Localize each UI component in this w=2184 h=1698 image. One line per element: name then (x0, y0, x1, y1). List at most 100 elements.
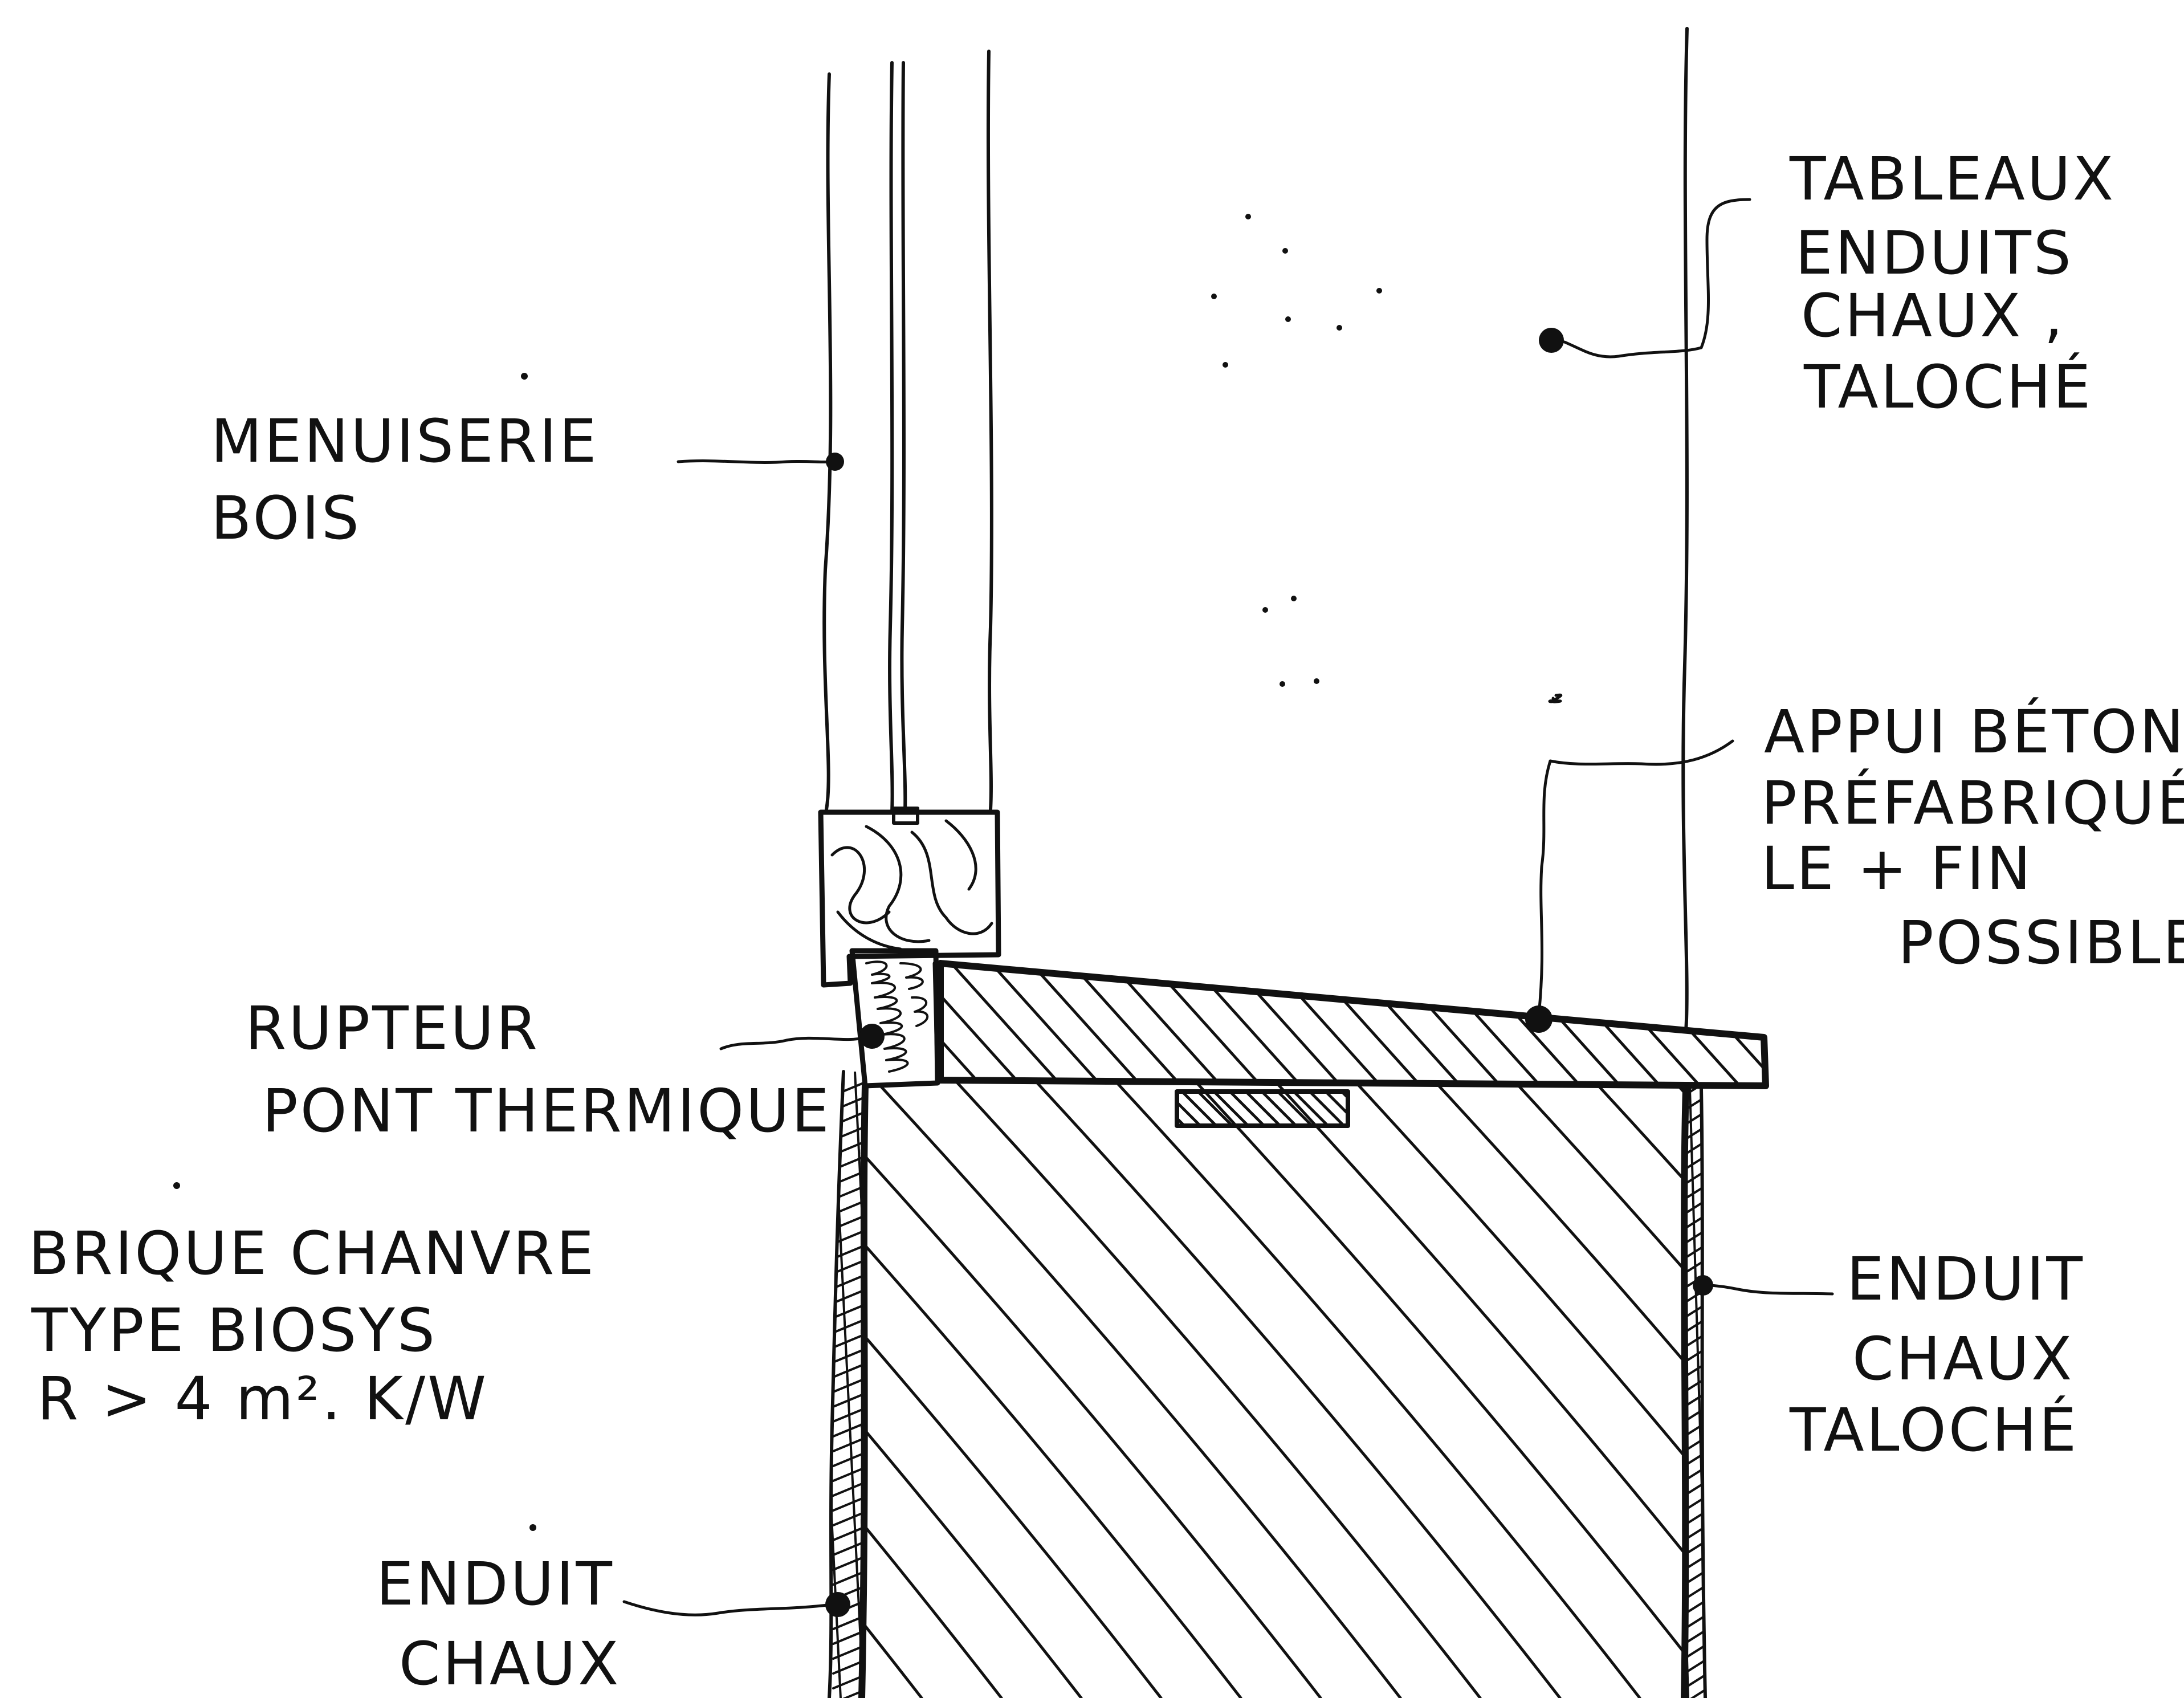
render-hatch-line (854, 1072, 865, 1698)
sill-key-block (1175, 1089, 1350, 1128)
wall-hatch-line (1275, 1083, 1687, 1698)
label-enduit-ext-line-1: ENDUIT (376, 1549, 614, 1619)
render-tick (832, 1452, 865, 1467)
render-tick (832, 1630, 865, 1645)
wall-hatch-line (861, 1083, 1242, 1698)
render-hatch-line (787, 1072, 818, 1698)
render-tick (832, 1393, 865, 1408)
label-brique: BRIQUE CHANVRE TYPE BIOSYS R > 4 m². K/W (28, 1219, 596, 1434)
label-enduit-int-line-1: ENDUIT (1847, 1244, 2085, 1314)
render-tick (832, 1660, 865, 1675)
key-hatch-line (1308, 1092, 1346, 1126)
sill-hatch-line (940, 963, 1026, 1086)
label-appui-line-2: PRÉFABRIQUÉ (1761, 768, 2184, 838)
wall-hatch-line (956, 1083, 1482, 1698)
render-tick (832, 1289, 865, 1304)
render-tick (832, 1645, 865, 1660)
render-tick (832, 1541, 865, 1556)
render-tick (1683, 1630, 1705, 1645)
wall-hatch-line (861, 1083, 1322, 1698)
appui-leader-dot (1525, 1005, 1553, 1033)
key-hatch-line (1177, 1116, 1186, 1126)
wall-hatch-line (861, 1083, 1163, 1698)
render-tick (832, 1319, 865, 1334)
window-frame-uprights (822, 50, 993, 814)
label-brique-line-3: R > 4 m². K/W (37, 1364, 488, 1434)
tableaux-leader-dot (1539, 328, 1564, 353)
key-hatch-line (1340, 1092, 1348, 1100)
wall-hatch-line (1115, 1083, 1641, 1698)
render-tick (832, 1615, 865, 1630)
render-tick (1683, 1615, 1705, 1630)
wall-hatch-line (861, 1083, 1083, 1698)
render-tick (832, 1497, 865, 1512)
key-hatch-line (1196, 1092, 1234, 1126)
label-tableaux-line-3: CHAUX , (1801, 281, 2065, 351)
label-tableaux-line-2: ENDUITS (1795, 218, 2073, 288)
render-tick (832, 1082, 865, 1097)
sill-hatch-line (944, 963, 1066, 1086)
label-rupteur: RUPTEUR PONT THERMIQUE (245, 993, 832, 1146)
render-tick (832, 1438, 865, 1452)
concrete-sill (932, 960, 1769, 1089)
render-tick (1683, 1660, 1705, 1675)
key-hatch-line (1292, 1092, 1330, 1126)
key-hatch-line (1212, 1092, 1250, 1126)
render-tick (1683, 1601, 1705, 1615)
label-menuiserie-line-1: MENUISERIE (211, 406, 598, 476)
render-tick (832, 1482, 865, 1497)
sill-hatch-line (940, 963, 986, 1086)
label-enduit-ext: ENDUIT CHAUX (376, 1549, 618, 1698)
label-enduit-int-line-3: TALOCHÉ (1789, 1395, 2079, 1465)
jamb-line (1681, 27, 1689, 1033)
wall-hatch-line (876, 1083, 1402, 1698)
label-tableaux-line-1: TABLEAUX (1789, 144, 2116, 214)
label-appui: APPUI BÉTON, PRÉFABRIQUÉ LE + FIN POSSIB… (1761, 697, 2184, 978)
key-hatch-line (1228, 1092, 1266, 1126)
render-tick (1683, 1541, 1705, 1556)
render-tick (832, 1334, 865, 1349)
render-tick (832, 1378, 865, 1393)
label-brique-line-1: BRIQUE CHANVRE (28, 1219, 596, 1288)
label-rupteur-line-2: PONT THERMIQUE (262, 1076, 832, 1146)
rupteur-leader-dot (859, 1024, 885, 1049)
render-tick (832, 1304, 865, 1319)
render-tick (832, 1467, 865, 1482)
label-appui-line-1: APPUI BÉTON, (1764, 697, 2184, 767)
label-menuiserie-line-2: BOIS (211, 483, 361, 553)
render-tick (1683, 1645, 1705, 1660)
render-tick (832, 1526, 865, 1541)
wall-hatch-line (1514, 1083, 1687, 1698)
leader-lines (622, 198, 1834, 1617)
key-hatch-line (1260, 1092, 1298, 1126)
render-tick (832, 1423, 865, 1438)
render-tick (832, 1408, 865, 1423)
label-menuiserie: MENUISERIE BOIS (211, 406, 598, 553)
enduit-int-leader-dot (1693, 1275, 1713, 1296)
render-tick (832, 1675, 865, 1689)
render-hatch-line (1681, 1089, 1690, 1698)
render-tick (1683, 1556, 1705, 1571)
wall-hatch-line (1195, 1083, 1687, 1698)
wall-hatch-line (1355, 1083, 1687, 1698)
menuiserie-leader-dot (826, 453, 844, 471)
label-brique-line-2: TYPE BIOSYS (31, 1296, 437, 1365)
wall-hatch-line (1036, 1083, 1562, 1698)
render-tick (1683, 1512, 1705, 1526)
sill-hatch-line (984, 963, 1106, 1086)
label-enduit-int: ENDUIT CHAUX TALOCHÉ (1789, 1244, 2085, 1465)
render-hatch-line (1710, 1089, 1728, 1698)
render-tick (1683, 1586, 1705, 1601)
render-tick (1683, 1675, 1705, 1689)
render-tick (832, 1556, 865, 1571)
label-tableaux: TABLEAUX ENDUITS CHAUX , TALOCHÉ (1789, 144, 2116, 422)
wall-hatch-line (1435, 1083, 1687, 1698)
render-tick (832, 1111, 865, 1126)
thermal-break (849, 948, 940, 1089)
render-tick (832, 1571, 865, 1586)
label-tableaux-line-4: TALOCHÉ (1803, 352, 2093, 422)
render-tick (1683, 1497, 1705, 1512)
key-hatch-line (1177, 1100, 1202, 1126)
render-tick (832, 1274, 865, 1289)
